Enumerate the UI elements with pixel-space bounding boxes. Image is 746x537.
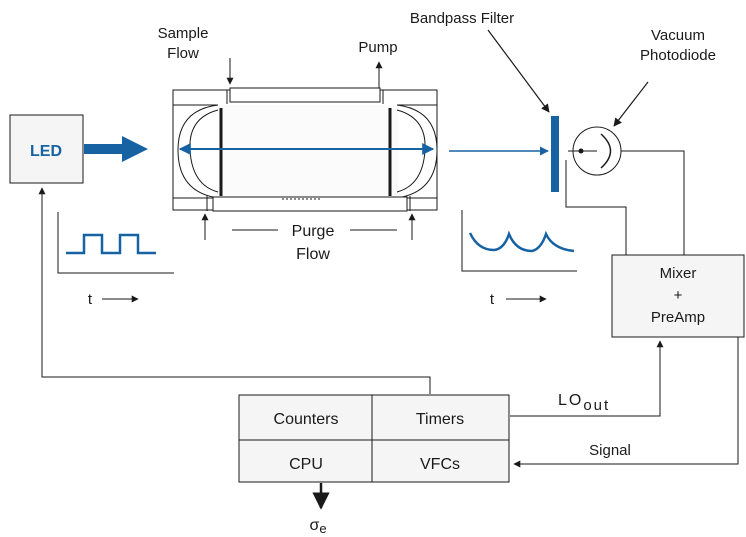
photodiode-wire-b [621,150,685,256]
signal-wire [513,337,739,468]
photodiode-pointer [613,81,649,127]
purge-flow-label: Purge [292,223,335,240]
bandpass-filter-pointer [487,29,550,113]
right-mirror-housing [396,104,438,199]
left-plot-axes [57,212,174,274]
purge-flow-label-2: Flow [296,246,330,263]
controller-box [238,394,510,483]
lo-out-label: LOout [558,392,610,414]
mixer-plus-label: + [674,287,683,304]
bandpass-filter [551,116,559,192]
vacuum-photodiode-label-2: Photodiode [640,47,716,64]
preamp-label: PreAmp [651,309,705,326]
left-mirror-housing [177,104,219,199]
lo-out-wire [510,340,664,417]
vacuum-photodiode-label: Vacuum [651,27,705,44]
timers-cell: Timers [416,411,464,428]
time-label-left: t [88,291,93,308]
right-plot-axes [462,210,577,271]
signal-label: Signal [589,442,631,459]
mixer-label: Mixer [660,265,697,282]
cell-inner [218,105,398,200]
led-box [9,114,84,184]
bandpass-filter-label: Bandpass Filter [410,10,514,27]
square-wave [66,233,156,255]
cpu-cell: CPU [289,456,323,473]
photodiode-wire-a [565,160,627,256]
led-label: LED [30,143,62,160]
sample-flow-label: Sample [158,25,209,42]
decay-wave [468,230,575,253]
mixer-preamp-box [611,254,745,338]
sigma-e-label: σe [309,517,326,536]
sample-flow-label-2: Flow [167,45,199,62]
led-beam-arrow [84,136,148,162]
counters-cell: Counters [274,411,339,428]
vfcs-cell: VFCs [420,456,460,473]
pump-label: Pump [358,39,397,56]
time-label-right: t [490,291,495,308]
led-drive-wire [38,187,431,394]
